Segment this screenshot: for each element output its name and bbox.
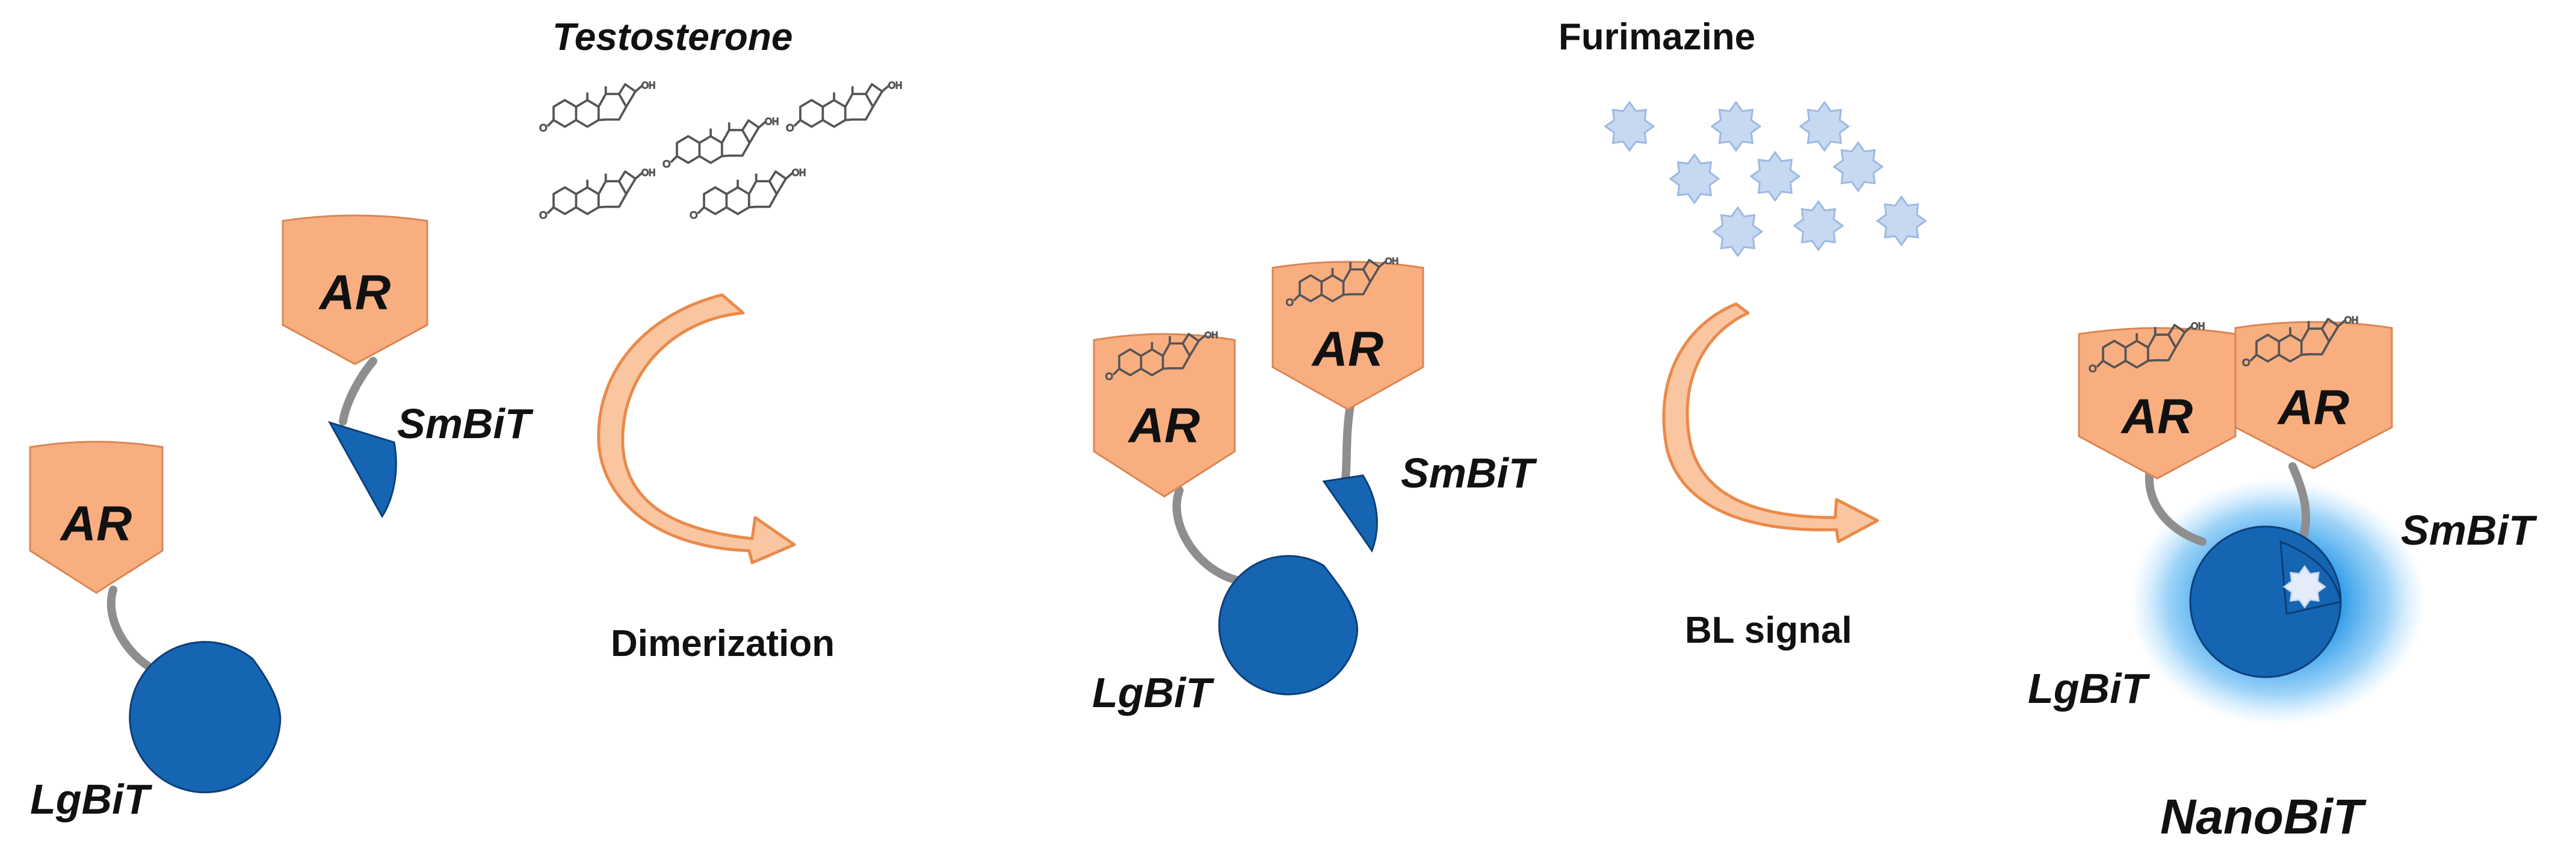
furimazine-icon — [1876, 196, 1927, 246]
linker — [1341, 399, 1355, 486]
linker — [1172, 486, 1244, 585]
luminescence-star-icon — [2283, 565, 2326, 608]
lgbit-label: LgBiT — [30, 776, 153, 823]
steroid-molecule — [661, 115, 780, 172]
lgbit-fragment — [1218, 555, 1359, 696]
linker — [2145, 459, 2207, 546]
smbit-label: SmBiT — [2401, 507, 2537, 554]
panel-nanobit-complex: AR AR SmBiT LgBiT NanoBiT — [2028, 314, 2537, 844]
ar-label: AR — [2120, 389, 2193, 444]
smbit-label: SmBiT — [1401, 450, 1537, 496]
smbit-fragment — [1322, 474, 1378, 553]
ar-label: AR — [1128, 398, 1200, 453]
panel-unbound: AR AR SmBiT LgBiT — [29, 214, 534, 823]
furimazine-icon — [1713, 206, 1763, 257]
furimazine-label: Furimazine — [1558, 16, 1755, 58]
nanobit-label: NanoBiT — [2160, 790, 2367, 844]
ar-receptor-shape — [282, 214, 428, 365]
linker — [2288, 462, 2311, 546]
furimazine-icon — [1833, 141, 1883, 192]
ar-receptor-shape — [29, 441, 164, 594]
steroid-molecule — [538, 166, 657, 223]
dimerization-label: Dimerization — [611, 623, 835, 664]
ar-label: AR — [2277, 380, 2349, 435]
lgbit-fragment — [129, 641, 282, 794]
steroid-molecule — [688, 166, 808, 223]
furimazine-icon — [1604, 101, 1655, 152]
ar-label: AR — [318, 265, 391, 320]
furimazine-icon — [1793, 200, 1844, 251]
testosterone-label: Testosterone — [552, 15, 793, 58]
furimazine-icon — [1669, 153, 1720, 204]
lgbit-label: LgBiT — [1092, 669, 1215, 716]
furimazine-icon — [1799, 101, 1850, 152]
furimazine-icon — [1750, 151, 1800, 202]
furimazine-icon — [1711, 101, 1761, 152]
bl-signal-label: BL signal — [1685, 610, 1852, 651]
bl-signal-arrow — [1662, 302, 1879, 543]
panel-ligand-bound: AR AR SmBiT LgBiT — [1092, 255, 1537, 716]
ar-label: AR — [1311, 322, 1383, 377]
dimerization-arrow — [597, 293, 796, 565]
ar-label: AR — [60, 496, 132, 551]
smbit-label: SmBiT — [397, 400, 534, 447]
linker — [339, 357, 377, 425]
smbit-fragment — [327, 421, 397, 518]
furimazine-molecules: Furimazine — [1558, 16, 1927, 257]
steroid-molecule — [538, 79, 657, 135]
testosterone-molecules: Testosterone — [538, 15, 904, 223]
steroid-molecule — [785, 79, 904, 135]
lgbit-label: LgBiT — [2028, 665, 2151, 712]
